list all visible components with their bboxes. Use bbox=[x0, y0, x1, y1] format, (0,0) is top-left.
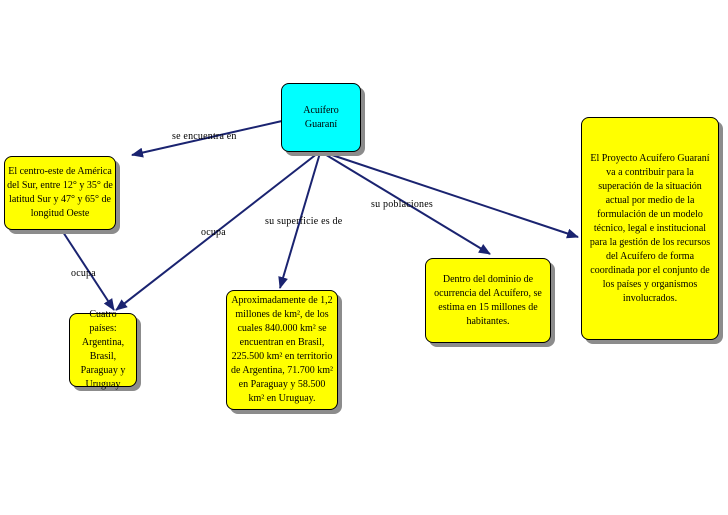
label-occupies-2: ocupa bbox=[201, 227, 226, 238]
node-countries[interactable]: Cuatro países: Argentina, Brasil, Paragu… bbox=[69, 309, 137, 390]
node-project[interactable]: El Proyecto Acuífero Guaraní va a contri… bbox=[581, 117, 719, 340]
link-line-surface-of bbox=[278, 152, 321, 289]
node-population[interactable]: Dentro del dominio de ocurrencia del Acu… bbox=[425, 258, 551, 343]
label-occupies-1: ocupa bbox=[71, 268, 96, 279]
label-surface-of: su superficie es de bbox=[265, 216, 343, 227]
link-line-project bbox=[325, 152, 579, 239]
link-line-population-of bbox=[322, 152, 491, 255]
label-population-of: su poblaciones bbox=[371, 199, 433, 210]
link-line-occupies-1 bbox=[62, 231, 115, 311]
link-line-occupies-2 bbox=[115, 152, 319, 311]
label-located-in: se encuentra en bbox=[172, 131, 237, 142]
link-line-located-in bbox=[131, 120, 283, 158]
node-surface[interactable]: Aproximadamente de 1,2 millones de km², … bbox=[226, 290, 338, 410]
node-location[interactable]: El centro-este de América del Sur, entre… bbox=[4, 156, 116, 230]
node-acuifero-guarani[interactable]: Acuífero Guaraní bbox=[281, 83, 361, 152]
